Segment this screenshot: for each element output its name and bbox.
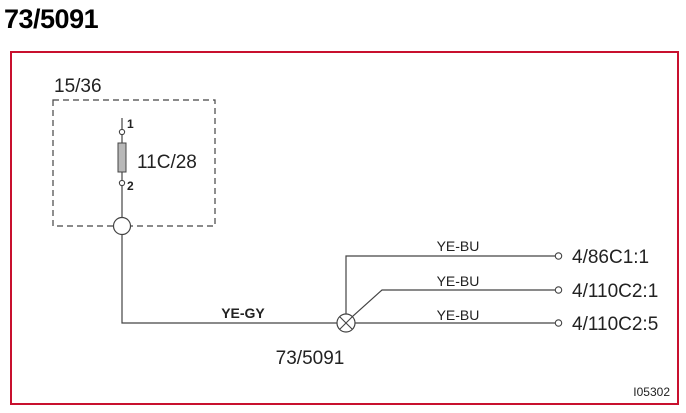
terminal-1-icon [554, 252, 563, 260]
fuse-label: 11C/28 [137, 152, 197, 173]
main-wire-color-label: YE-GY [221, 305, 265, 321]
diagram-frame [10, 51, 679, 405]
branch-wire-1 [345, 255, 555, 314]
branch-wire-2 [351, 289, 555, 318]
figure-id: I05302 [633, 385, 670, 399]
main-wire [121, 234, 337, 324]
page-title: 73/5091 [4, 4, 99, 34]
terminal-3-label: 4/110C2:5 [572, 314, 658, 335]
fuse-element [117, 118, 127, 217]
terminal-2-icon [554, 286, 563, 294]
branch-wire-1-label: YE-BU [437, 238, 480, 254]
terminal-1-label: 4/86C1:1 [572, 247, 649, 268]
branch-wire-3-label: YE-BU [437, 307, 480, 323]
junction-label: 73/5091 [276, 348, 345, 369]
fuse-pin-2-label: 2 [127, 179, 134, 193]
terminal-3-icon [554, 319, 563, 327]
fuse-pin-1-label: 1 [127, 117, 134, 131]
connector-circle [112, 216, 132, 236]
component-box [52, 99, 216, 227]
splice-junction-icon [336, 313, 356, 333]
component-box-label: 15/36 [54, 76, 102, 97]
branch-wire-2-label: YE-BU [437, 273, 480, 289]
terminal-2-label: 4/110C2:1 [572, 281, 658, 302]
